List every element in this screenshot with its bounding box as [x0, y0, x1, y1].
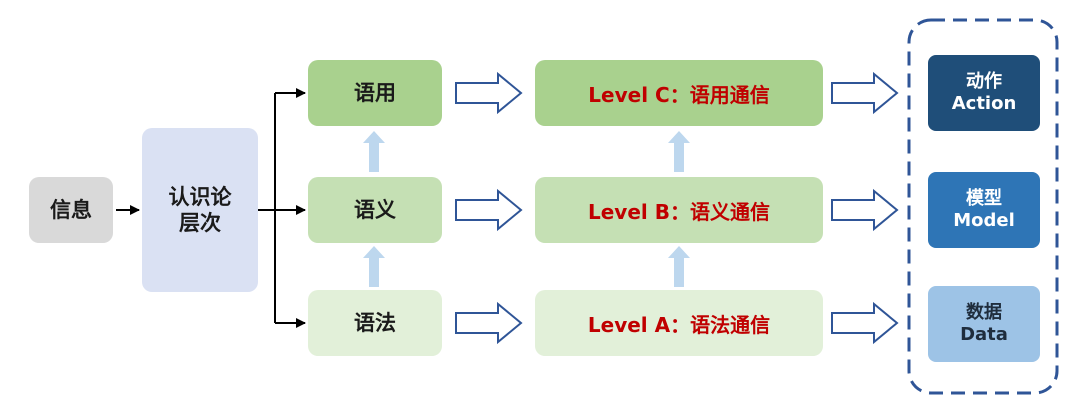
layer-syntactic-label: 语法	[354, 310, 396, 335]
hub-label-line1: 认识论	[168, 184, 232, 209]
output-model-zh: 模型	[965, 187, 1002, 209]
up-arrow-level-ab	[668, 246, 690, 287]
layer-pragmatic-label: 语用	[354, 80, 396, 105]
outputs-dashed-frame	[907, 18, 1059, 395]
hollow-arrow-a2	[831, 301, 899, 345]
level-b-box: Level B：语义通信	[535, 177, 823, 243]
level-b-label: Level B：语义通信	[588, 199, 770, 224]
hollow-arrow-c1	[455, 71, 523, 115]
output-data-en: Data	[960, 324, 1008, 345]
hub-branch-connector	[258, 88, 306, 328]
output-model-en: Model	[953, 210, 1015, 231]
output-action-zh: 动作	[966, 70, 1002, 92]
output-data-box: 数据 Data	[928, 286, 1040, 362]
level-c-box: Level C：语用通信	[535, 60, 823, 126]
level-c-label: Level C：语用通信	[588, 82, 770, 107]
hub-label-line2: 层次	[179, 211, 221, 235]
hollow-arrow-a1	[455, 301, 523, 345]
layer-semantic-box: 语义	[308, 177, 442, 243]
output-data-zh: 数据	[966, 301, 1002, 323]
layer-pragmatic-box: 语用	[308, 60, 442, 126]
up-arrow-level-bc	[668, 131, 690, 172]
level-a-box: Level A：语法通信	[535, 290, 823, 356]
epistemology-hub-box: 认识论 层次	[142, 128, 258, 292]
layer-semantic-label: 语义	[354, 197, 396, 222]
source-box: 信息	[29, 177, 113, 243]
level-a-label: Level A：语法通信	[587, 312, 771, 337]
up-arrow-layer-bc	[363, 131, 385, 172]
output-action-box: 动作 Action	[928, 55, 1040, 131]
up-arrow-layer-ab	[363, 246, 385, 287]
hollow-arrow-c2	[831, 71, 899, 115]
output-model-box: 模型 Model	[928, 172, 1040, 248]
layer-syntactic-box: 语法	[308, 290, 442, 356]
hollow-arrow-b2	[831, 188, 899, 232]
hollow-arrow-b1	[455, 188, 523, 232]
source-label: 信息	[50, 197, 92, 222]
output-action-en: Action	[951, 93, 1017, 114]
